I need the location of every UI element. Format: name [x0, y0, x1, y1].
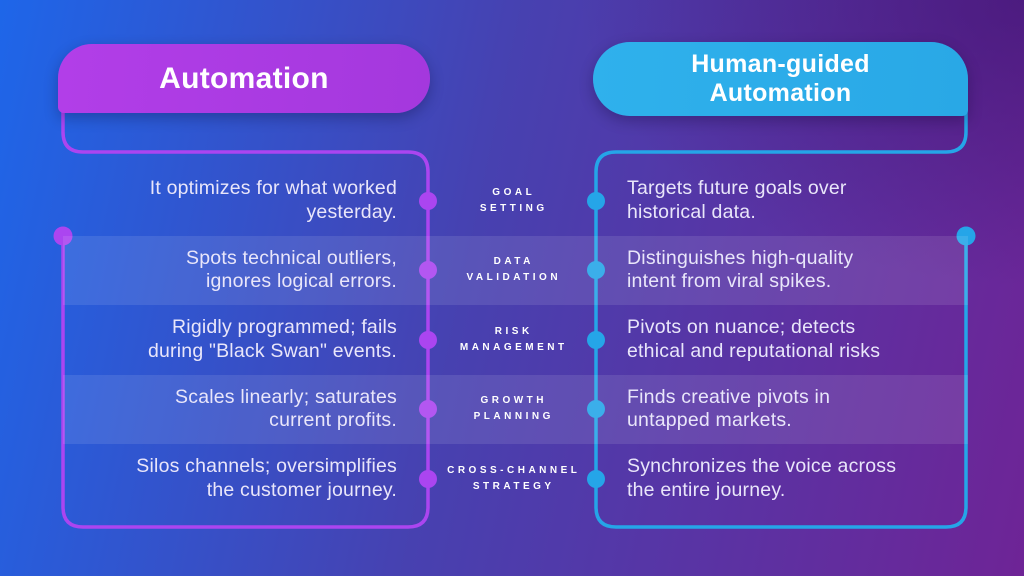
category-line: STRATEGY [472, 480, 555, 492]
automation-header-label: Automation [159, 61, 329, 95]
human-guided-header-label: Human-guided Automation [691, 50, 870, 108]
human-point-line: the entire journey. [627, 478, 786, 501]
category-line: SETTING [479, 202, 548, 214]
automation-point-line: during "Black Swan" events. [147, 339, 397, 362]
category-line: GOAL [492, 186, 536, 198]
row-dot-cyan [587, 261, 605, 279]
category-line: MANAGEMENT [459, 341, 568, 353]
row-dot-purple [419, 470, 437, 488]
category-label: GROWTH PLANNING [428, 393, 596, 425]
row-growth-planning: Scales linearly; saturates current profi… [63, 374, 968, 444]
category-label: RISK MANAGEMENT [428, 324, 596, 356]
automation-point-line: Spots technical outliers, [186, 246, 397, 269]
category-line: GROWTH [480, 395, 548, 407]
automation-point: Silos channels; oversimplifies the custo… [63, 455, 428, 502]
category-line: CROSS-CHANNEL [447, 464, 581, 476]
human-guided-header-line: Automation [709, 79, 852, 107]
human-point-line: Distinguishes high-quality [627, 246, 854, 269]
automation-point: Scales linearly; saturates current profi… [63, 386, 428, 433]
human-guided-point: Distinguishes high-quality intent from v… [596, 247, 968, 294]
row-dot-cyan [587, 331, 605, 349]
human-point-line: intent from viral spikes. [627, 270, 832, 293]
human-point-line: Pivots on nuance; detects [627, 316, 856, 339]
row-dot-cyan [587, 192, 605, 210]
row-dot-purple [419, 331, 437, 349]
row-dot-purple [419, 400, 437, 418]
category-line: VALIDATION [466, 272, 562, 284]
human-guided-point: Targets future goals over historical dat… [596, 177, 968, 224]
category-label: GOAL SETTING [428, 185, 596, 217]
human-guided-edge-dot [956, 226, 976, 246]
human-guided-point: Pivots on nuance; detects ethical and re… [596, 316, 968, 363]
human-point-line: ethical and reputational risks [627, 339, 881, 362]
human-guided-point: Synchronizes the voice across the entire… [596, 455, 968, 502]
row-data-validation: Spots technical outliers, ignores logica… [63, 235, 968, 305]
automation-point-line: Rigidly programmed; fails [172, 316, 397, 339]
human-point-line: Targets future goals over [627, 177, 847, 200]
automation-point-line: yesterday. [306, 200, 397, 223]
category-label: DATA VALIDATION [428, 254, 596, 286]
human-guided-header-line: Human-guided [691, 50, 870, 78]
automation-point-line: Silos channels; oversimplifies [136, 455, 397, 478]
automation-point-line: current profits. [269, 409, 397, 432]
row-goal-setting: It optimizes for what worked yesterday. … [63, 166, 968, 236]
automation-point: It optimizes for what worked yesterday. [63, 177, 428, 224]
automation-point-line: ignores logical errors. [205, 270, 397, 293]
human-point-line: Synchronizes the voice across [627, 455, 897, 478]
comparison-rows: It optimizes for what worked yesterday. … [63, 166, 968, 514]
automation-point-line: Scales linearly; saturates [175, 385, 397, 408]
category-label: CROSS-CHANNEL STRATEGY [428, 463, 596, 495]
row-dot-purple [419, 261, 437, 279]
category-line: RISK [494, 325, 533, 337]
automation-edge-dot [53, 226, 73, 246]
category-line: DATA [493, 256, 534, 268]
automation-point-line: the customer journey. [206, 478, 397, 501]
human-point-line: Finds creative pivots in [627, 385, 831, 408]
human-point-line: historical data. [627, 200, 756, 223]
human-guided-point: Finds creative pivots in untapped market… [596, 386, 968, 433]
automation-header-pill: Automation [58, 44, 430, 113]
human-guided-header-pill: Human-guided Automation [593, 42, 968, 116]
category-line: PLANNING [473, 411, 554, 423]
row-dot-purple [419, 192, 437, 210]
human-point-line: untapped markets. [627, 409, 792, 432]
row-risk-management: Rigidly programmed; fails during "Black … [63, 305, 968, 375]
row-dot-cyan [587, 470, 605, 488]
row-dot-cyan [587, 400, 605, 418]
automation-point-line: It optimizes for what worked [149, 177, 397, 200]
automation-point: Spots technical outliers, ignores logica… [63, 247, 428, 294]
row-cross-channel-strategy: Silos channels; oversimplifies the custo… [63, 444, 968, 514]
automation-point: Rigidly programmed; fails during "Black … [63, 316, 428, 363]
